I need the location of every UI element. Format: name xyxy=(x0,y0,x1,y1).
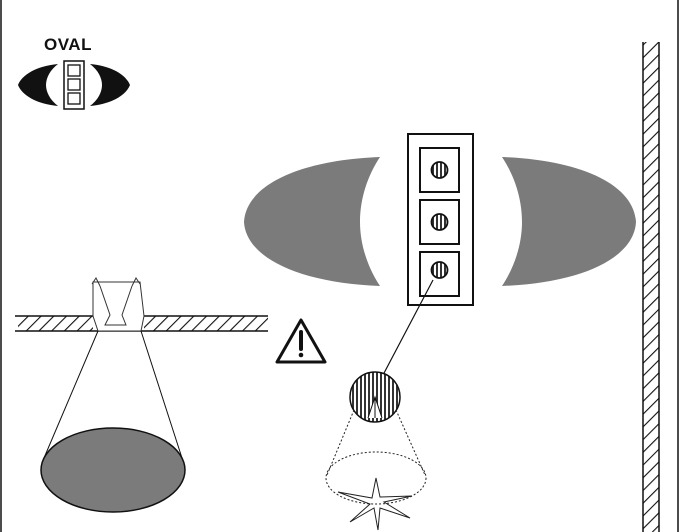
oval-beam-projection xyxy=(244,157,636,286)
oval-beam-lamp-icon xyxy=(18,60,130,110)
lamp-3 xyxy=(419,251,460,297)
recessed-fixture-icon xyxy=(91,277,145,332)
light-burst-icon xyxy=(337,477,413,531)
lamp-1 xyxy=(419,147,460,193)
lamp-2 xyxy=(419,199,460,245)
light-cone xyxy=(40,330,186,513)
lamp-magnifier-icon xyxy=(349,371,401,423)
warning-triangle-icon xyxy=(275,318,327,364)
triple-lamp-fixture xyxy=(407,133,474,306)
dotted-light-cone xyxy=(325,409,427,505)
hatched-wall-section xyxy=(642,42,660,532)
callout-line xyxy=(382,279,434,376)
legend-title: OVAL xyxy=(44,35,92,54)
